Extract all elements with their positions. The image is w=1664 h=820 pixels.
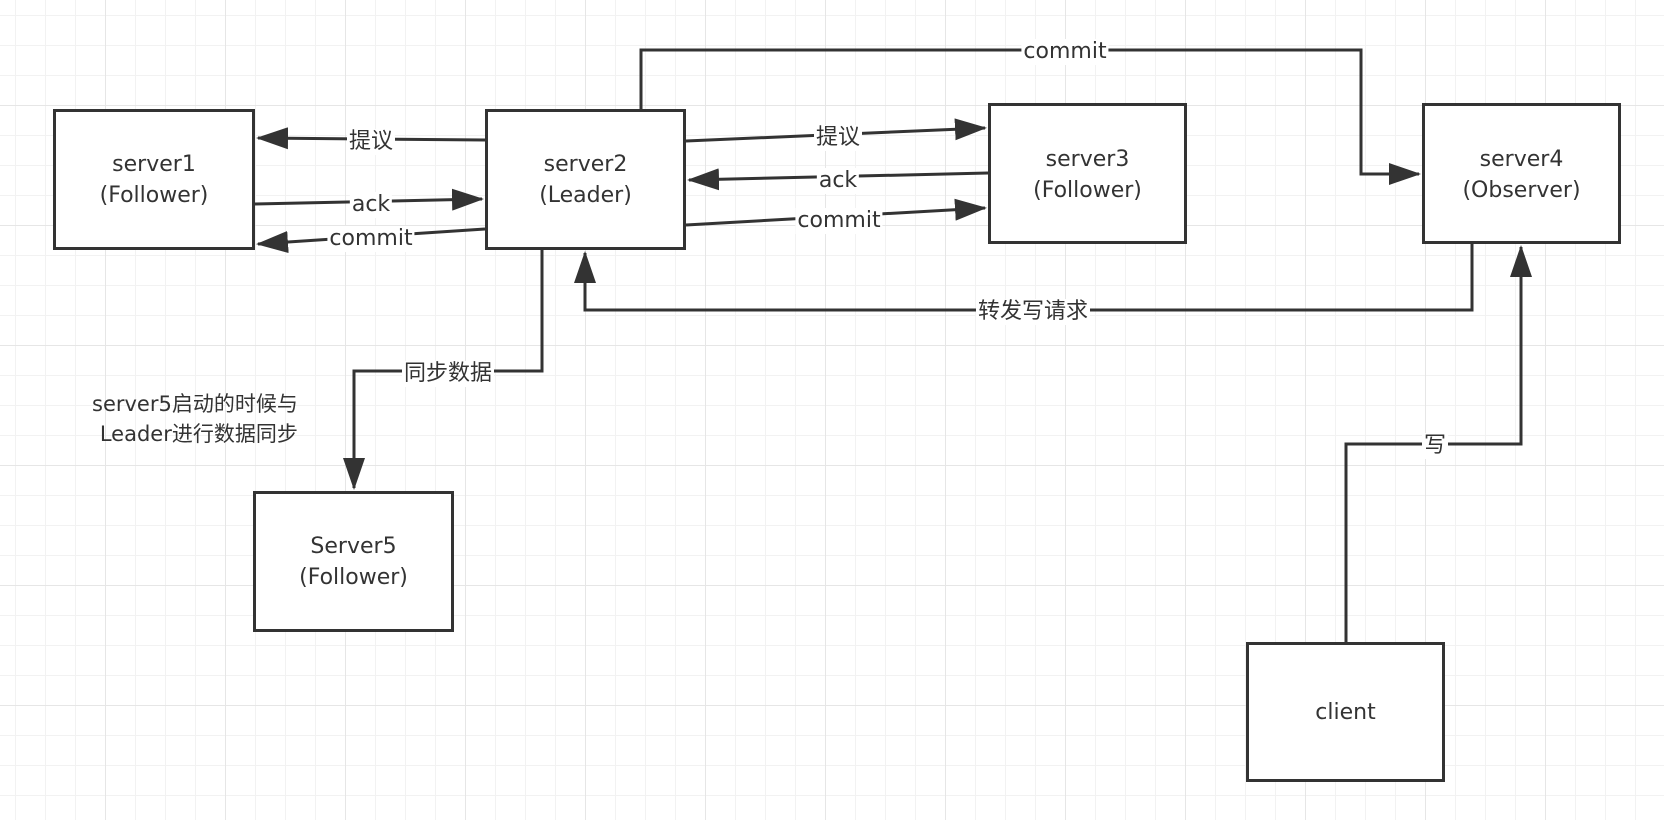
edge-label-s2-s1-proposal: 提议 xyxy=(346,129,396,155)
edge-label-client-s4-write: 写 xyxy=(1421,433,1449,459)
edge-label-s4-s2-forward: 转发写请求 xyxy=(975,299,1091,325)
node-name: server3 xyxy=(1045,147,1130,172)
edge-label-s2-s1-commit: commit xyxy=(327,226,415,252)
edge-label-s1-s2-ack: ack xyxy=(349,192,393,218)
node-role: (Follower) xyxy=(1033,178,1142,203)
node-name: server2 xyxy=(543,151,628,177)
edge-s2-s4-commit xyxy=(639,48,1421,185)
node-name: server1 xyxy=(112,151,196,177)
note-line-2: Leader进行数据同步 xyxy=(99,422,298,446)
node-server4[interactable]: server4 (Observer) xyxy=(1422,103,1621,244)
node-role: (Leader) xyxy=(539,182,632,208)
node-role: (Observer) xyxy=(1462,178,1581,203)
node-client[interactable]: client xyxy=(1246,642,1445,782)
node-server2[interactable]: server2 (Leader) xyxy=(485,109,686,250)
edge-label-s2-s3-commit: commit xyxy=(795,208,883,234)
edge-label-s3-s2-ack: ack xyxy=(816,168,860,194)
node-role: (Follower) xyxy=(99,182,209,208)
server5-sync-note: server5启动的时候与 Leader进行数据同步 xyxy=(92,389,298,449)
edge-label-s2-s4-commit: commit xyxy=(1021,39,1109,65)
node-server5[interactable]: Server5 (Follower) xyxy=(253,491,454,632)
edge-label-s2-s5-sync: 同步数据 xyxy=(401,361,495,387)
edge-label-s2-s3-proposal: 提议 xyxy=(813,125,863,151)
note-line-1: server5启动的时候与 xyxy=(92,392,298,416)
node-role: (Follower) xyxy=(299,564,408,590)
node-name: client xyxy=(1315,699,1376,725)
node-name: server4 xyxy=(1479,147,1564,172)
node-name: Server5 xyxy=(310,533,397,559)
node-server3[interactable]: server3 (Follower) xyxy=(988,103,1187,244)
node-server1[interactable]: server1 (Follower) xyxy=(53,109,255,250)
